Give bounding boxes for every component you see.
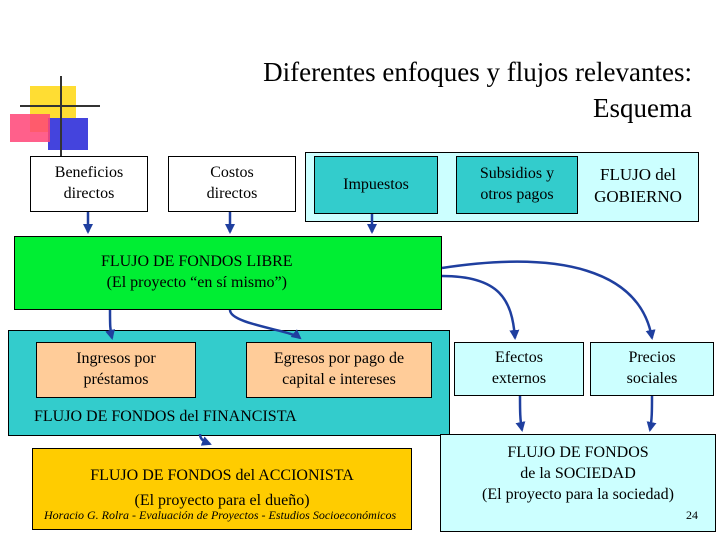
arrow-precios-to-sociedad bbox=[650, 396, 652, 430]
arrow-libre-to-egresos bbox=[230, 310, 300, 338]
page-number: 24 bbox=[686, 508, 698, 523]
arrow-libre-to-precios bbox=[442, 262, 652, 338]
footer-author: Horacio G. Rolra - Evaluación de Proyect… bbox=[44, 508, 396, 523]
arrow-libre-to-ingresos bbox=[110, 310, 112, 338]
arrow-libre-to-efectos bbox=[442, 276, 515, 338]
arrow-efectos-to-sociedad bbox=[520, 396, 522, 430]
arrow-financista-to-accionista bbox=[200, 434, 210, 444]
